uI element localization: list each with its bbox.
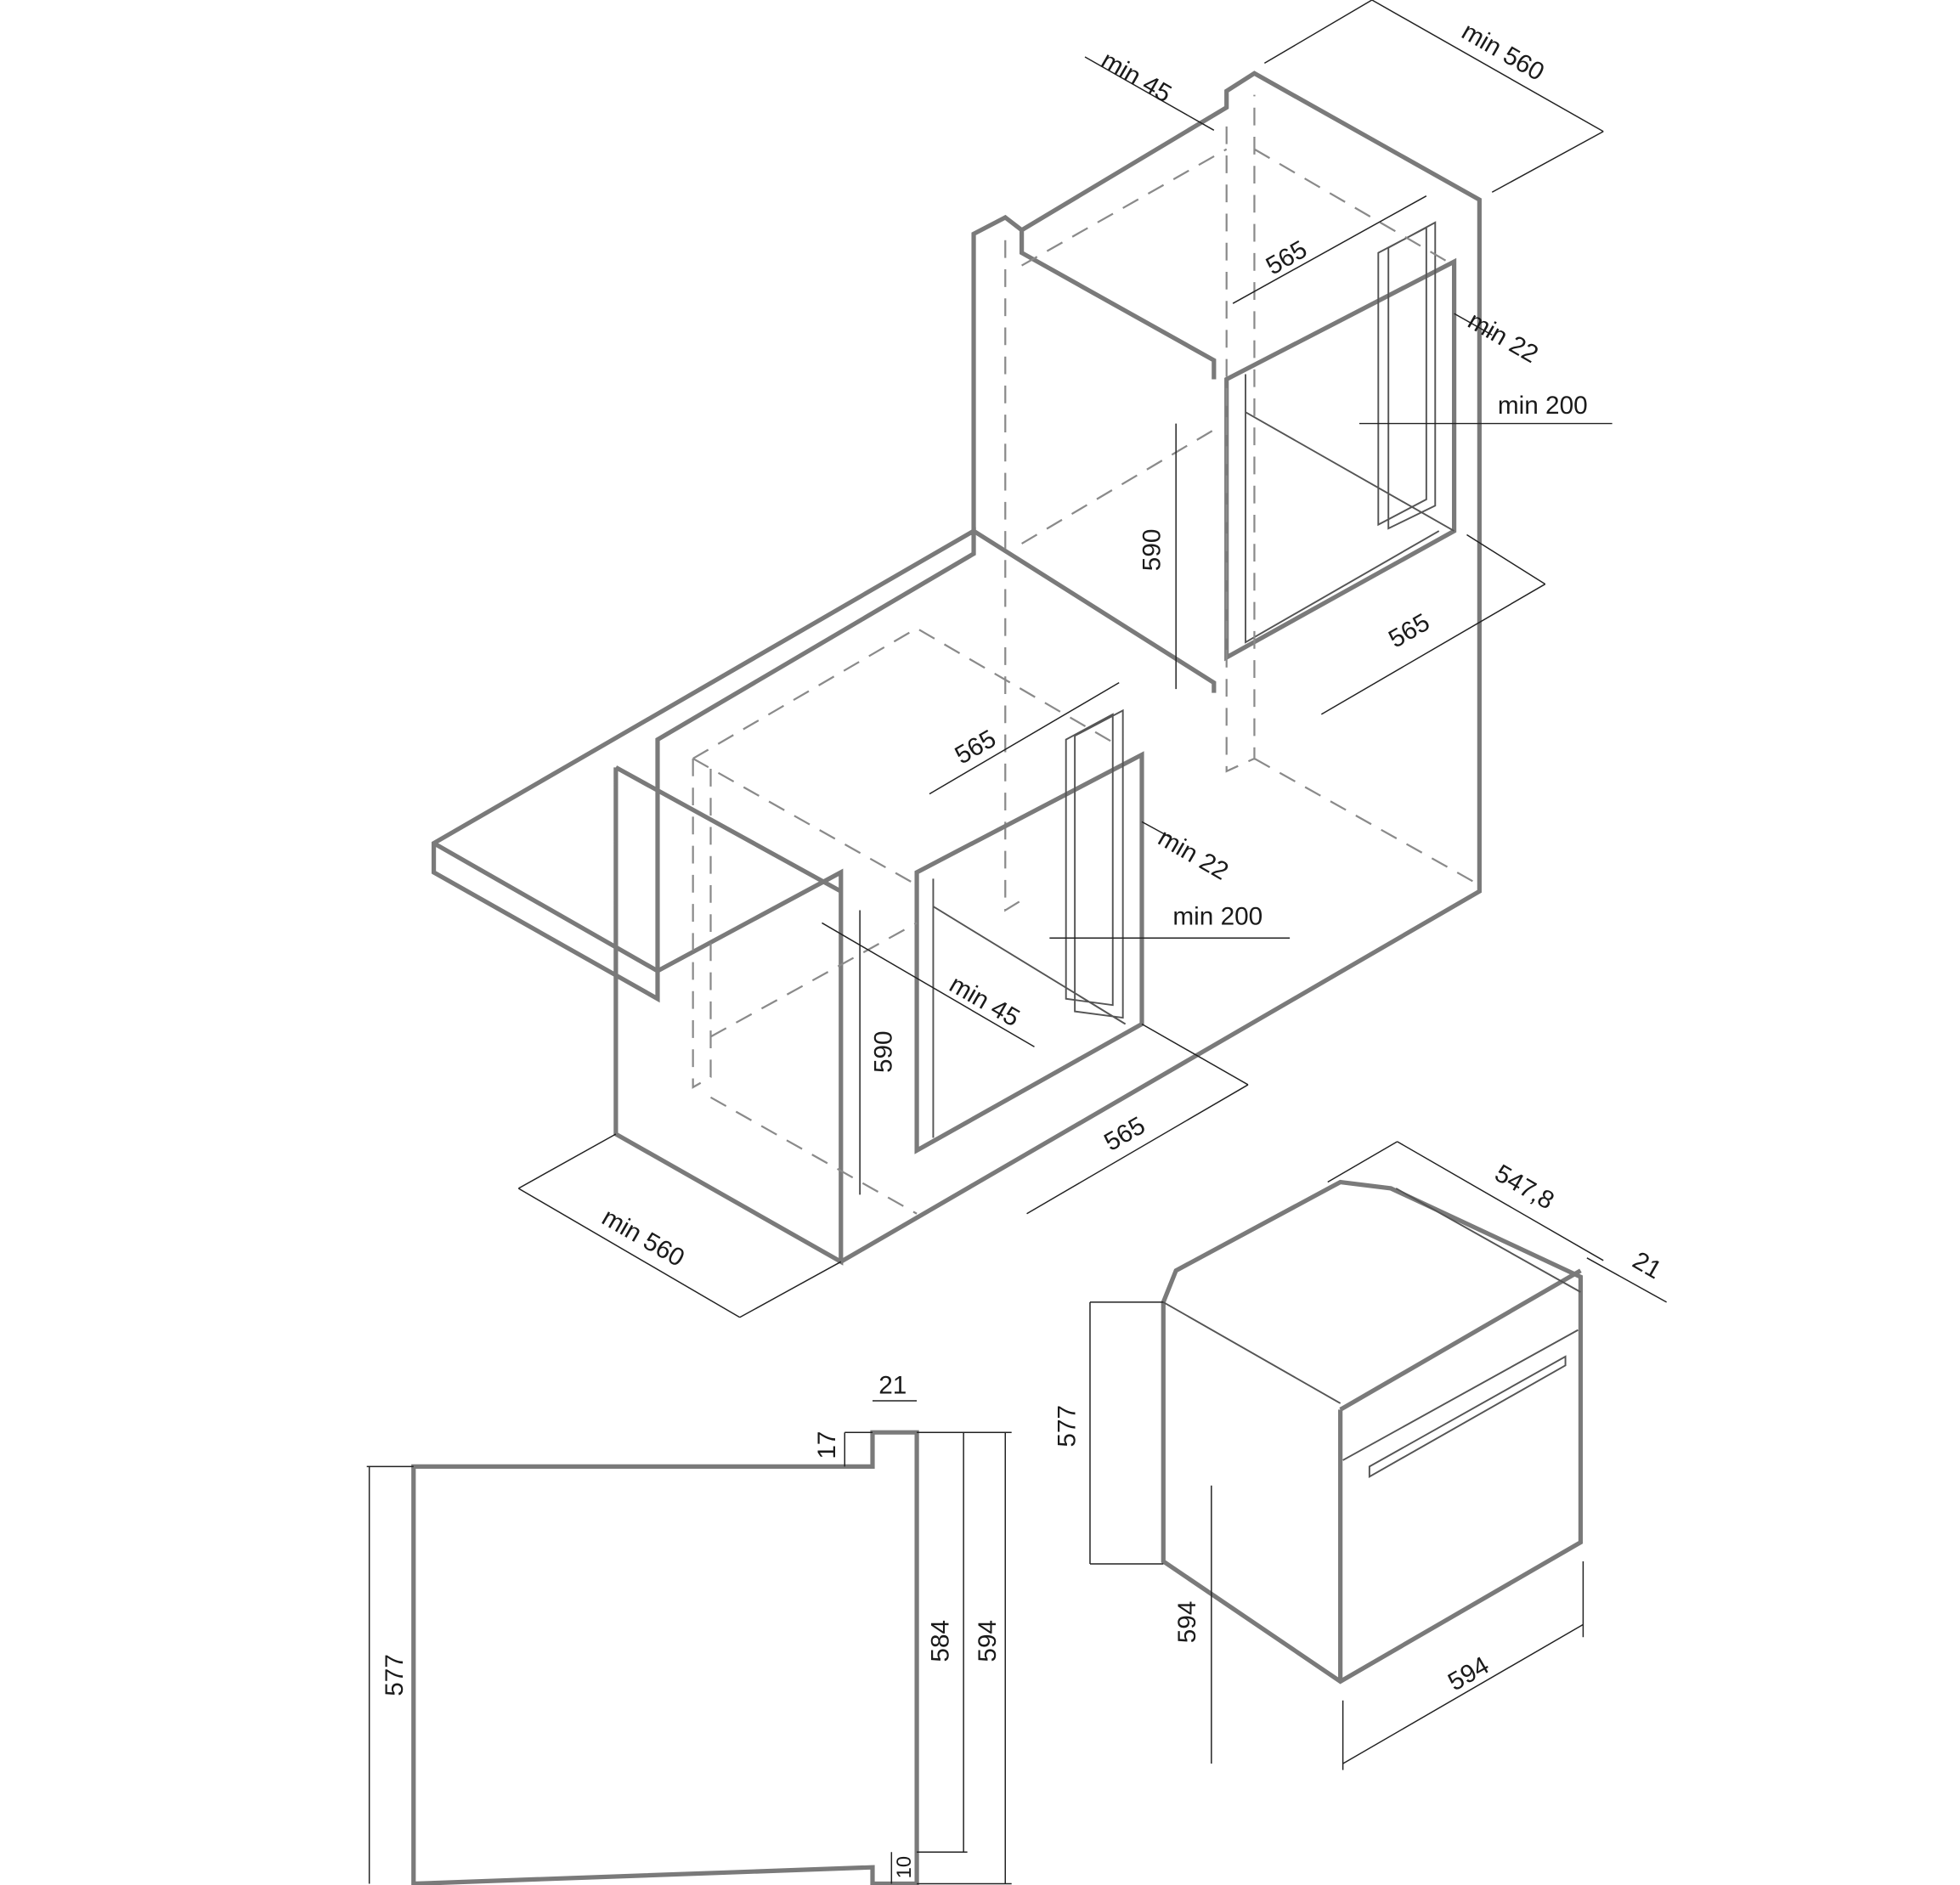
tall-width-label: min 560 xyxy=(1457,17,1549,87)
base-vent-label: min 200 xyxy=(1172,902,1262,930)
tall-side-gap-label: min 22 xyxy=(1463,307,1543,369)
side-body-height-label: 577 xyxy=(381,1654,409,1696)
base-width-label: min 560 xyxy=(597,1203,689,1273)
base-height-label: 590 xyxy=(870,1030,898,1073)
oven-front-width-label: 594 xyxy=(1443,1651,1494,1696)
oven-depth-label: 547,8 xyxy=(1490,1160,1559,1216)
oven-body-height-label: 577 xyxy=(1053,1405,1082,1448)
oven-side-view xyxy=(411,1430,919,1885)
tall-depth-label: 565 xyxy=(1262,235,1312,280)
side-inner-height-label: 584 xyxy=(927,1620,955,1662)
dimension-labels: min 560 min 45 565 min 22 min 200 590 565 565 mi… xyxy=(381,17,1666,1878)
base-rear-gap-label: min 45 xyxy=(945,970,1025,1032)
tall-opening-label: 565 xyxy=(1384,608,1434,653)
base-depth-label: 565 xyxy=(950,725,1000,770)
tall-rear-gap-label: min 45 xyxy=(1096,46,1176,108)
dimension-lines xyxy=(366,0,1667,1885)
side-step-label: 17 xyxy=(813,1431,841,1459)
side-door-label: 21 xyxy=(878,1371,907,1399)
tall-height-label: 590 xyxy=(1138,529,1166,572)
oven-isometric xyxy=(1161,1179,1584,1685)
oven-door-label: 21 xyxy=(1628,1246,1666,1284)
base-side-gap-label: min 22 xyxy=(1153,824,1233,886)
tall-cabinet xyxy=(839,71,1482,1264)
tall-vent-label: min 200 xyxy=(1498,392,1588,420)
side-front-height-label: 594 xyxy=(974,1620,1002,1662)
base-opening-label: 565 xyxy=(1099,1111,1149,1156)
base-cabinet xyxy=(431,527,1144,1266)
oven-front-height-label: 594 xyxy=(1173,1601,1201,1644)
side-bottom-label: 10 xyxy=(893,1856,916,1878)
